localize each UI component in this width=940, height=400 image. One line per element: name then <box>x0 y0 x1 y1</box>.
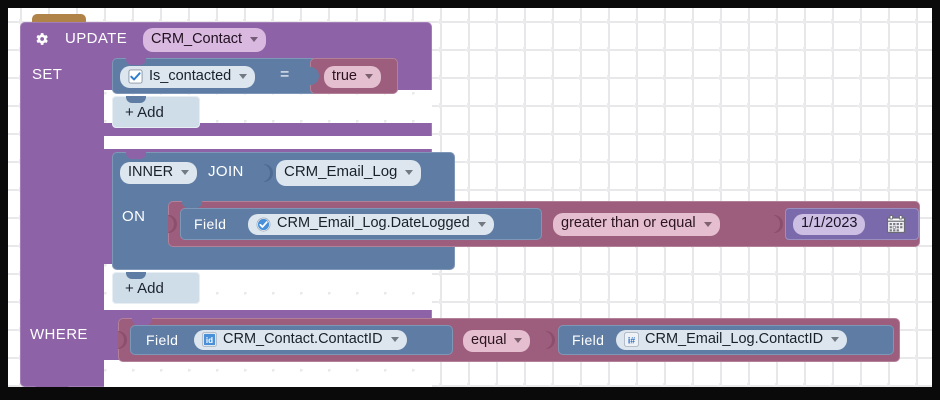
chevron-down-icon <box>831 337 840 342</box>
set-field-dropdown[interactable]: Is_contacted <box>120 66 256 88</box>
chevron-down-icon <box>405 170 414 175</box>
update-table-dropdown[interactable]: CRM_Contact <box>143 28 267 52</box>
set-add-label: + Add <box>125 103 164 121</box>
where-left-field-label: CRM_Contact.ContactID <box>223 330 383 347</box>
on-operator-label: greater than or equal <box>561 215 696 232</box>
on-operator-dropdown[interactable]: greater than or equal <box>553 213 720 236</box>
on-right-value-label: 1/1/2023 <box>801 215 858 232</box>
chevron-down-icon <box>703 221 712 227</box>
on-left-field-prefix: Field <box>194 216 227 232</box>
chevron-down-icon <box>477 221 486 227</box>
where-keyword: WHERE <box>30 326 88 343</box>
block-editor-canvas[interactable]: UPDATE CRM_Contact SET Is_contacted = <box>8 8 932 387</box>
where-left-field-prefix: Field <box>146 332 179 348</box>
chevron-down-icon <box>390 337 399 342</box>
svg-text:id: id <box>206 336 213 345</box>
where-right-field-prefix: Field <box>572 332 605 348</box>
join-type-label: INNER <box>128 163 174 180</box>
set-keyword: SET <box>32 66 63 83</box>
join-add-button[interactable]: + Add <box>112 272 200 304</box>
value-socket <box>310 67 319 85</box>
update-block-bottom-notch <box>34 380 70 387</box>
join-table-label: CRM_Email_Log <box>284 163 398 181</box>
set-add-top-notch <box>126 96 146 103</box>
update-table-label: CRM_Contact <box>151 30 243 47</box>
chevron-down-icon <box>250 37 259 42</box>
set-operator: = <box>280 66 290 83</box>
where-right-field-label: CRM_Email_Log.ContactID <box>645 330 824 347</box>
join-table-socket <box>264 164 273 182</box>
where-right-field-dropdown[interactable]: i# CRM_Email_Log.ContactID <box>616 330 848 350</box>
join-add-top-notch <box>126 272 146 279</box>
join-block-top-notch <box>126 152 146 159</box>
set-block-top-notch <box>126 58 146 65</box>
where-operator-label: equal <box>471 331 507 348</box>
where-operator-dropdown[interactable]: equal <box>463 330 531 352</box>
set-add-button[interactable]: + Add <box>112 96 200 128</box>
on-right-value-field[interactable]: 1/1/2023 <box>793 214 866 235</box>
svg-text:i#: i# <box>628 335 635 345</box>
set-field-label: Is_contacted <box>149 67 232 84</box>
checkmark-circle-icon <box>256 217 271 232</box>
update-keyword: UPDATE <box>65 30 128 47</box>
on-keyword: ON <box>122 208 146 225</box>
join-type-dropdown[interactable]: INNER <box>120 162 198 184</box>
on-right-socket <box>774 215 783 233</box>
canvas-gap-4 <box>104 136 432 149</box>
join-add-label: + Add <box>125 279 164 297</box>
where-condition-top-notch <box>132 318 152 325</box>
chevron-down-icon <box>239 74 248 79</box>
chevron-down-icon <box>514 338 523 343</box>
on-left-field-label: CRM_Email_Log.DateLogged <box>277 215 470 232</box>
where-left-field-dropdown[interactable]: id CRM_Contact.ContactID <box>194 330 407 350</box>
chevron-down-icon <box>181 170 190 175</box>
calendar-icon[interactable] <box>886 214 906 234</box>
grid-overlay-3 <box>104 360 432 387</box>
on-condition-top-notch <box>182 201 202 208</box>
set-value-label: true <box>332 67 357 84</box>
id-badge-icon: id <box>202 332 217 347</box>
where-left-socket <box>118 331 127 349</box>
checkbox-checked-icon <box>128 69 143 84</box>
where-right-socket <box>546 331 555 349</box>
on-left-field-dropdown[interactable]: CRM_Email_Log.DateLogged <box>248 214 494 235</box>
on-left-socket <box>168 215 177 233</box>
set-value-dropdown[interactable]: true <box>324 66 381 88</box>
join-table-dropdown[interactable]: CRM_Email_Log <box>276 160 422 186</box>
gear-icon[interactable] <box>32 30 50 48</box>
int-field-icon: i# <box>624 332 639 347</box>
chevron-down-icon <box>365 74 373 79</box>
join-keyword: JOIN <box>208 163 244 180</box>
